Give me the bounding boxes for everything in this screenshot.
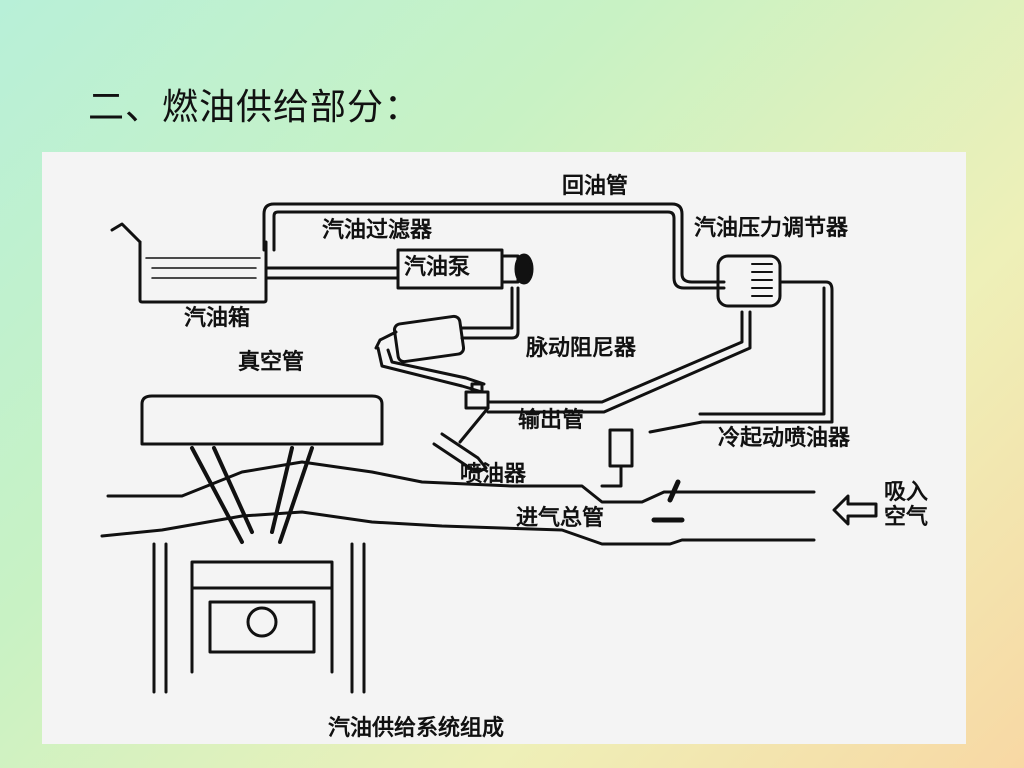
label-delivery-pipe: 输出管 [518,408,585,433]
label-fuel-pump: 汽油泵 [404,255,471,280]
label-cold-start-injector: 冷起动喷油器 [718,426,851,451]
piston-shape [190,560,334,590]
slide-title: 二、燃油供给部分： [88,87,422,128]
cold-start-injector-shape [608,428,634,468]
delivery-pipe-line [486,310,752,414]
label-pressure-regulator: 汽油压力调节器 [694,216,849,241]
cylinder-shape [152,542,366,694]
label-fuel-filter: 汽油过滤器 [322,218,433,243]
label-return-pipe: 回油管 [562,174,629,199]
fuel-tank-shape [138,240,268,304]
air-box-shape [140,394,384,446]
label-fuel-tank: 汽油箱 [184,306,251,331]
label-pulse-damper: 脉动阻尼器 [526,336,637,361]
label-air-intake: 吸入 空气 [884,480,929,531]
fuel-filter-shape [392,314,466,364]
pulse-damper-shape [464,390,490,410]
label-intake-manifold: 进气总管 [516,506,605,531]
fuel-system-diagram: 回油管 汽油压力调节器 汽油过滤器 汽油泵 汽油箱 真空管 脉动阻尼器 输出管 … [42,152,966,744]
air-intake-arrow [832,494,878,526]
vacuum-pipe-line [648,280,834,434]
injector-shape [432,432,488,474]
label-vacuum-pipe: 真空管 [238,350,305,375]
return-pipe-line [262,202,726,284]
figure-caption: 汽油供给系统组成 [328,716,505,741]
intake-manifold-shape [106,460,816,504]
diagram-drawing [100,202,878,694]
label-injector: 喷油器 [460,462,527,487]
